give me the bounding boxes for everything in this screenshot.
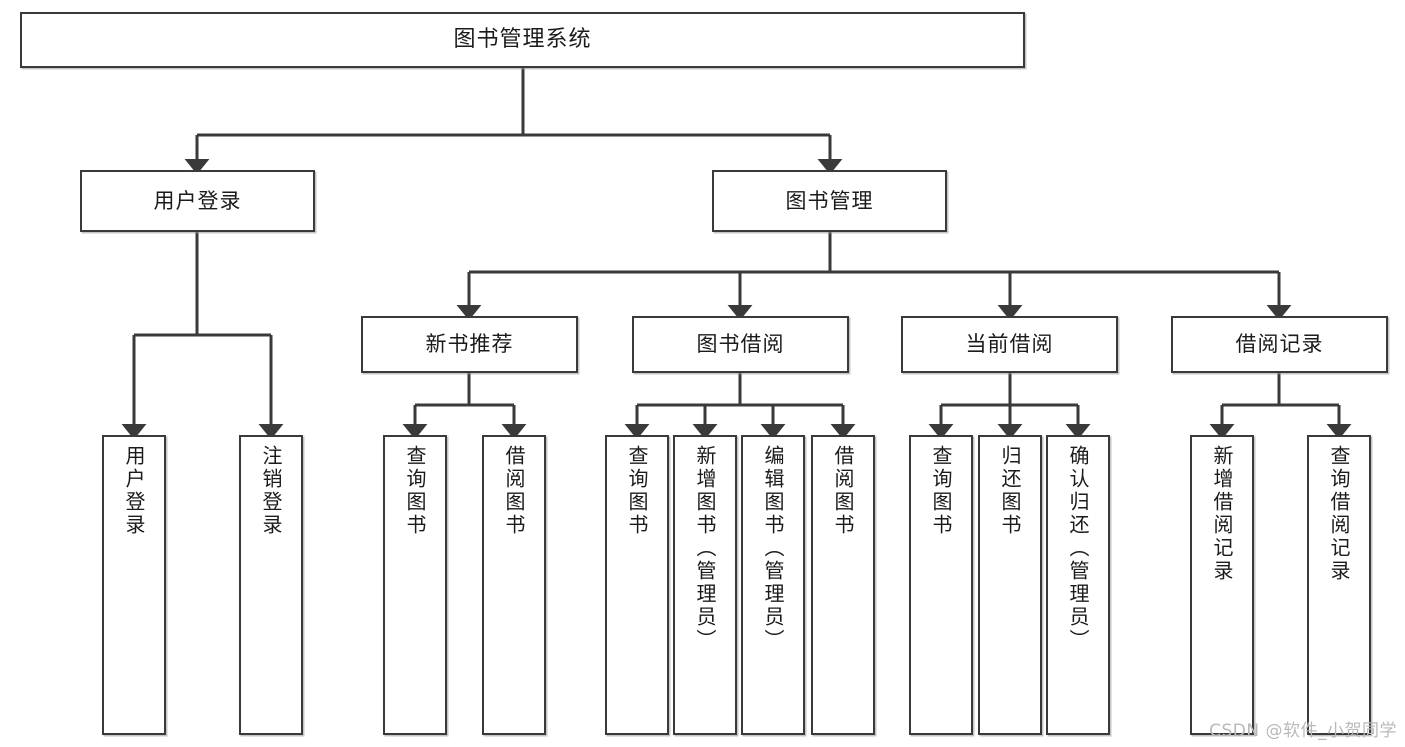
- node-leaf-borrow-book-1[interactable]: 借阅图书: [482, 435, 546, 735]
- node-leaf-user-logout[interactable]: 注销登录: [239, 435, 303, 735]
- node-book-borrow[interactable]: 图书借阅: [632, 316, 849, 373]
- node-label: 新增借阅记录: [1210, 445, 1234, 583]
- node-leaf-query-book-2[interactable]: 查询图书: [605, 435, 669, 735]
- node-label: 用户登录: [122, 445, 146, 537]
- node-label: 新增图书（管理员）: [693, 445, 717, 652]
- node-label: 查询图书: [929, 445, 953, 537]
- node-label: 查询借阅记录: [1327, 445, 1351, 583]
- node-label: 编辑图书（管理员）: [761, 445, 785, 652]
- node-label: 归还图书: [998, 445, 1022, 537]
- node-label: 借阅记录: [1235, 332, 1324, 357]
- node-label: 注销登录: [259, 445, 283, 537]
- node-root-book-management-system[interactable]: 图书管理系统: [20, 12, 1025, 68]
- node-leaf-query-book-1[interactable]: 查询图书: [383, 435, 447, 735]
- node-borrow-record[interactable]: 借阅记录: [1171, 316, 1388, 373]
- node-leaf-add-book[interactable]: 新增图书（管理员）: [673, 435, 737, 735]
- node-label: 查询图书: [625, 445, 649, 537]
- node-leaf-query-record[interactable]: 查询借阅记录: [1307, 435, 1371, 735]
- csdn-watermark: CSDN @软件_小贺同学: [1209, 721, 1397, 741]
- node-leaf-confirm-return[interactable]: 确认归还（管理员）: [1046, 435, 1110, 735]
- node-book-manage[interactable]: 图书管理: [712, 170, 947, 232]
- node-current-borrow[interactable]: 当前借阅: [901, 316, 1118, 373]
- node-label: 借阅图书: [831, 445, 855, 537]
- node-leaf-edit-book[interactable]: 编辑图书（管理员）: [741, 435, 805, 735]
- node-label: 图书管理: [785, 188, 874, 213]
- node-leaf-user-login[interactable]: 用户登录: [102, 435, 166, 735]
- node-user-login[interactable]: 用户登录: [80, 170, 315, 232]
- node-label: 确认归还（管理员）: [1066, 445, 1090, 652]
- node-label: 用户登录: [153, 188, 242, 213]
- node-label: 借阅图书: [502, 445, 526, 537]
- node-label: 图书管理系统: [453, 27, 592, 53]
- node-leaf-add-record[interactable]: 新增借阅记录: [1190, 435, 1254, 735]
- node-label: 图书借阅: [696, 332, 785, 357]
- node-label: 当前借阅: [965, 332, 1054, 357]
- node-leaf-query-book-3[interactable]: 查询图书: [909, 435, 973, 735]
- node-new-book-recommend[interactable]: 新书推荐: [361, 316, 578, 373]
- node-leaf-return-book[interactable]: 归还图书: [978, 435, 1042, 735]
- node-label: 新书推荐: [425, 332, 514, 357]
- node-leaf-borrow-book-2[interactable]: 借阅图书: [811, 435, 875, 735]
- node-label: 查询图书: [403, 445, 427, 537]
